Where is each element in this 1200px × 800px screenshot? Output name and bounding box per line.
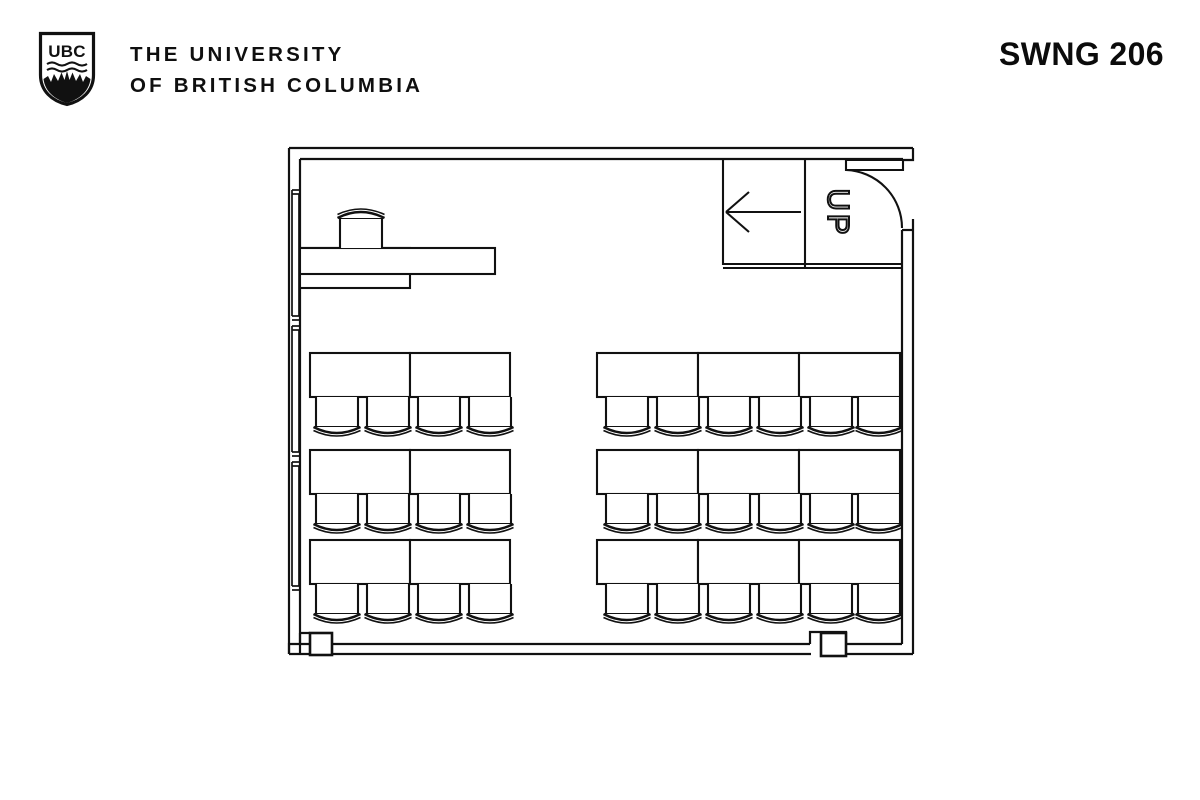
chair-row [602,395,904,438]
chair-icon [806,492,856,535]
ubc-crest-icon: UBC [38,31,96,107]
chair-row [312,582,515,625]
chair-icon [602,395,652,438]
chair-icon [755,492,805,535]
floorplan-container: UP [0,120,1200,720]
chair-icon [363,582,413,625]
chair-icon [312,492,362,535]
chair-icon [854,492,904,535]
table-row [595,538,902,586]
wordmark-line-2: OF BRITISH COLUMBIA [130,74,424,97]
column-left [298,631,334,657]
chair-icon [602,492,652,535]
page-header: UBC THE UNIVERSITY OF BRITISH COLUMBIA S… [0,0,1200,130]
chair-icon [755,395,805,438]
table-row [595,351,902,399]
instructor-podium [298,207,497,290]
table-row [308,448,512,496]
chair-icon [806,582,856,625]
chair-icon [414,492,464,535]
chair-icon [602,582,652,625]
wordmark-line-1: THE UNIVERSITY [130,43,345,66]
arrow-left-icon [725,191,801,233]
floorplan-drawing: UP [287,146,915,658]
window-left-middle [291,325,300,457]
chair-icon [704,492,754,535]
chair-icon [414,582,464,625]
chair-icon [363,492,413,535]
chair-icon [465,492,515,535]
chair-icon [465,582,515,625]
podium-chair-icon [336,207,386,250]
window-left-upper [291,189,300,321]
chair-icon [653,492,703,535]
page-title: SWNG 206 [998,36,1164,72]
chair-icon [414,395,464,438]
chair-icon [312,582,362,625]
chair-icon [806,395,856,438]
window-left-lower [291,461,300,591]
chair-icon [704,582,754,625]
stairwell: UP [721,159,903,270]
chair-icon [653,395,703,438]
table-row [308,538,512,586]
table-row [595,448,902,496]
chair-icon [755,582,805,625]
room-walls [287,146,915,656]
chair-row [602,582,904,625]
chair-icon [854,395,904,438]
door-swing-icon [844,158,905,229]
chair-icon [854,582,904,625]
stair-up-label: UP [821,188,856,237]
column-right [808,630,848,658]
svg-text:UBC: UBC [48,42,85,61]
ubc-wordmark: THE UNIVERSITY OF BRITISH COLUMBIA [130,31,423,101]
chair-row [602,492,904,535]
chair-icon [704,395,754,438]
chair-icon [363,395,413,438]
chair-row [312,492,515,535]
ubc-brand-block: UBC THE UNIVERSITY OF BRITISH COLUMBIA [38,31,423,107]
table-row [308,351,512,399]
chair-icon [312,395,362,438]
chair-row [312,395,515,438]
chair-icon [465,395,515,438]
chair-icon [653,582,703,625]
